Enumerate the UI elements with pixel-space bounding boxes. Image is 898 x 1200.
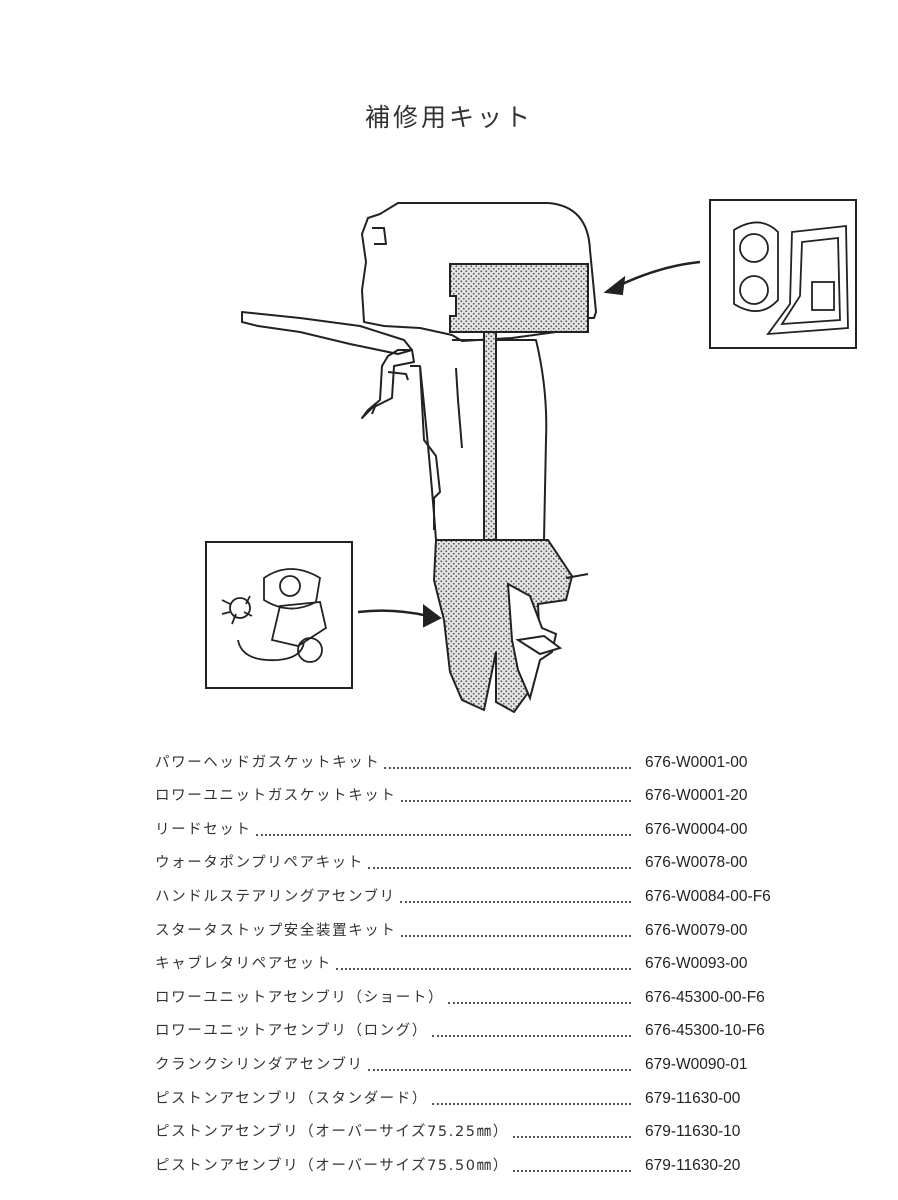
inset-powerhead-gasket-kit: [709, 199, 857, 349]
propeller: [506, 582, 563, 702]
part-name: キャブレタリペアセット: [155, 956, 332, 973]
part-name: ピストンアセンブリ（オーバーサイズ75.25㎜）: [155, 1124, 509, 1141]
arrow-powerhead: [617, 260, 701, 288]
part-name: パワーヘッドガスケットキット: [155, 754, 381, 771]
part-number: 679-W0090-01: [645, 1055, 748, 1073]
part-name: ロワーユニットアセンブリ（ロング）: [155, 1023, 428, 1040]
dot-leader: [400, 921, 631, 937]
dot-leader: [448, 988, 631, 1004]
part-row: ピストンアセンブリ（スタンダード） 679-11630-00: [155, 1074, 795, 1108]
dot-leader: [431, 1089, 631, 1105]
part-name: ピストンアセンブリ（オーバーサイズ75.50㎜）: [155, 1157, 509, 1174]
part-name: クランクシリンダアセンブリ: [155, 1056, 364, 1073]
powerhead-block: [449, 263, 589, 333]
part-number: 679-11630-10: [645, 1123, 741, 1141]
parts-list: パワーヘッドガスケットキット 676-W0001-00 ロワーユニットガスケット…: [155, 738, 795, 1175]
part-number: 676-W0093-00: [645, 955, 748, 973]
arrow-water-pump: [357, 609, 429, 618]
dot-leader: [335, 954, 631, 971]
part-number: 676-W0084-00-F6: [645, 887, 771, 905]
part-number: 676-W0078-00: [645, 854, 748, 872]
outboard-motor: [241, 202, 597, 541]
part-number: 676-W0079-00: [645, 921, 748, 939]
page-title: 補修用キット: [364, 103, 533, 132]
dot-leader: [431, 1021, 631, 1038]
part-number: 676-W0001-20: [645, 787, 748, 805]
part-row: ピストンアセンブリ（オーバーサイズ75.50㎜） 679-11630-20: [155, 1141, 795, 1175]
part-row: ウォータポンプリペアキット 676-W0078-00: [155, 839, 795, 873]
dot-leader: [384, 753, 631, 769]
dot-leader: [400, 786, 631, 803]
part-name: ハンドルステアリングアセンブリ: [155, 888, 396, 905]
part-number: 676-45300-00-F6: [645, 988, 765, 1006]
part-row: リードセット 676-W0004-00: [155, 805, 795, 839]
part-number: 676-W0004-00: [645, 820, 748, 838]
part-name: リードセット: [155, 821, 252, 838]
part-name: ロワーユニットアセンブリ（ショート）: [155, 989, 445, 1006]
dot-leader: [255, 820, 631, 836]
part-number: 676-W0001-00: [645, 753, 748, 771]
part-row: ロワーユニットガスケットキット 676-W0001-20: [155, 772, 795, 806]
part-row: ロワーユニットアセンブリ（ショート） 676-45300-00-F6: [155, 973, 795, 1007]
dot-leader: [512, 1156, 631, 1172]
part-name: ロワーユニットガスケットキット: [155, 788, 397, 805]
lower-unit: [432, 539, 574, 714]
part-name: スタータストップ安全装置キット: [155, 922, 397, 939]
outboard-motor-illustration: [205, 199, 857, 714]
part-row: キャブレタリペアセット 676-W0093-00: [155, 940, 795, 974]
part-name: ピストンアセンブリ（スタンダード）: [155, 1090, 428, 1107]
part-row: ハンドルステアリングアセンブリ 676-W0084-00-F6: [155, 872, 795, 906]
inset-water-pump-kit: [205, 541, 353, 689]
part-number: 676-45300-10-F6: [645, 1022, 765, 1040]
part-row: ロワーユニットアセンブリ（ロング） 676-45300-10-F6: [155, 1007, 795, 1041]
part-row: パワーヘッドガスケットキット 676-W0001-00: [155, 738, 795, 772]
part-name: ウォータポンプリペアキット: [155, 855, 364, 872]
dot-leader: [512, 1122, 631, 1139]
dot-leader: [367, 1055, 631, 1071]
part-number: 679-11630-00: [645, 1089, 741, 1107]
dot-leader: [399, 887, 631, 903]
part-row: クランクシリンダアセンブリ 679-W0090-01: [155, 1040, 795, 1074]
dot-leader: [367, 853, 631, 870]
part-row: ピストンアセンブリ（オーバーサイズ75.25㎜） 679-11630-10: [155, 1108, 795, 1142]
part-number: 679-11630-20: [645, 1156, 741, 1174]
part-row: スタータストップ安全装置キット 676-W0079-00: [155, 906, 795, 940]
